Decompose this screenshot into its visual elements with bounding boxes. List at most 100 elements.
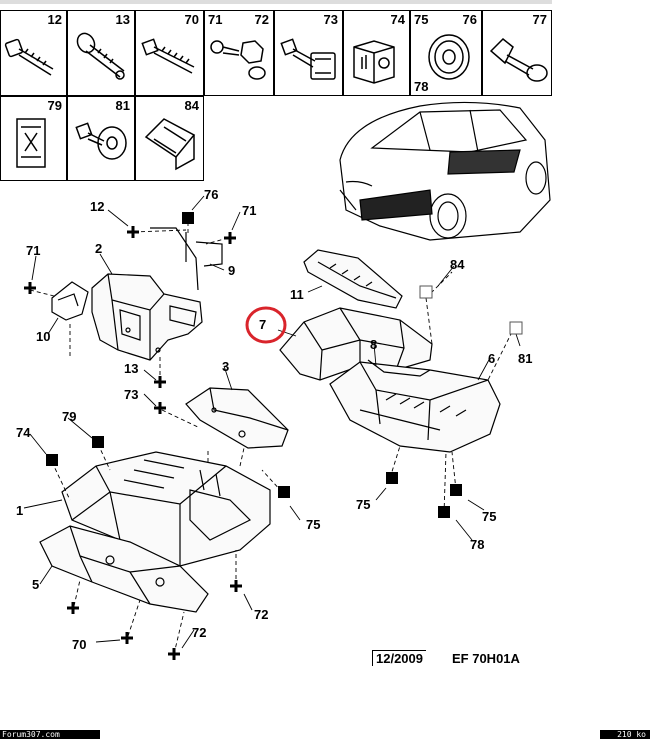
part-cell-77: 77 [482,10,552,96]
part-cell-79: 79 [0,96,67,181]
file-size: 210 ko [617,730,646,739]
washer-icon [428,34,470,80]
callout-11: 11 [290,287,304,302]
callout-74: 74 [16,425,31,440]
undertray-part-5 [39,525,209,613]
cage-nut-icon [353,40,395,84]
part-cell-13: 13 [67,10,135,96]
bracket-clip-icon [144,118,196,171]
callout-13: 13 [124,361,139,376]
square-fasteners [46,212,462,518]
part-cell-70: 70 [135,10,204,96]
screw-icon [76,32,125,80]
part-label: 73 [323,12,338,27]
size-bar: 210 ko [600,730,650,739]
site-bar: Forum307.com [0,730,100,739]
site-name: Forum307.com [2,730,60,739]
fastener-73 [154,402,166,414]
fastener-84 [419,285,433,299]
callout-75: 75 [306,517,321,532]
bolt-with-clip-icon [280,38,336,80]
fastener-70b [121,632,133,644]
shield-part-6 [329,359,501,453]
fastener-74 [46,454,58,466]
part-cell-71-72: 71 72 [204,10,274,96]
fastener-76 [182,212,194,224]
callout-78: 78 [470,537,485,552]
bracket-part-10 [51,281,89,321]
highlight-circle [245,306,287,344]
callout-71: 71 [242,203,257,218]
callout-10: 10 [36,329,51,344]
screw-and-nut-icon [210,40,266,80]
speed-nut-icon [16,118,46,168]
callout-72: 72 [192,625,207,640]
part-label: 77 [532,12,547,27]
rod-part-9 [150,227,223,291]
part-label: 12 [47,12,62,27]
panel-part-3 [185,387,289,449]
fastener-81 [509,321,523,335]
part-cell-84: 84 [135,96,204,181]
part-cell-12: 12 [0,10,67,96]
diagram-code: EF 70H01A [452,651,520,666]
fastener-75b [386,472,398,484]
fastener-12 [127,226,139,238]
part-cell-74: 74 [343,10,410,96]
part-label: 71 [208,12,223,27]
self-tapping-screw-icon [141,38,195,74]
callout-6: 6 [488,351,496,366]
top-strip [0,0,552,4]
plus-fasteners [24,226,242,660]
callout-70: 70 [72,637,87,652]
fastener-70a [67,602,79,614]
push-clip-icon [489,37,548,82]
panel-part-11 [303,249,403,309]
callout-8: 8 [370,337,378,352]
part-label: 70 [184,12,199,27]
part-label: 72 [254,12,269,27]
revision-date: 12/2009 [372,650,426,666]
part-label: 81 [115,98,130,113]
callout-75: 75 [356,497,371,512]
car-silhouette [339,101,551,241]
callout-12: 12 [90,199,105,214]
part-label: 79 [47,98,62,113]
part-label: 13 [115,12,130,27]
callout-2: 2 [95,241,103,256]
part-cell-75-76-78: 75 76 78 [410,10,482,96]
leader-lines [23,195,521,649]
shield-part-7 [279,307,433,381]
callout-9: 9 [228,263,236,278]
callout-73: 73 [124,387,139,402]
screw-with-washer-icon [75,122,127,160]
fastener-72b [168,648,180,660]
callout-75: 75 [482,509,497,524]
part-label: 84 [184,98,199,113]
callout-76: 76 [204,187,219,202]
part-cell-81: 81 [67,96,135,181]
fastener-78 [438,506,450,518]
callout-1: 1 [16,503,24,518]
fastener-75c [450,484,462,496]
callout-72: 72 [254,607,269,622]
shield-part-2 [91,273,203,361]
fastener-72a [230,580,242,592]
fastener-71b [224,232,236,244]
part-label: 75 [414,12,429,27]
callout-7: 7 [259,317,267,332]
callout-71: 71 [26,243,41,258]
callout-5: 5 [32,577,40,592]
part-cell-73: 73 [274,10,343,96]
part-label: 76 [462,12,477,27]
callout-79: 79 [62,409,77,424]
fastener-75a [278,486,290,498]
callout-3: 3 [222,359,230,374]
part-label: 78 [414,79,429,94]
callout-84: 84 [450,257,465,272]
bolt-icon [4,38,54,76]
fastener-13 [154,376,166,388]
fastener-71a [24,282,36,294]
part-label: 74 [390,12,405,27]
